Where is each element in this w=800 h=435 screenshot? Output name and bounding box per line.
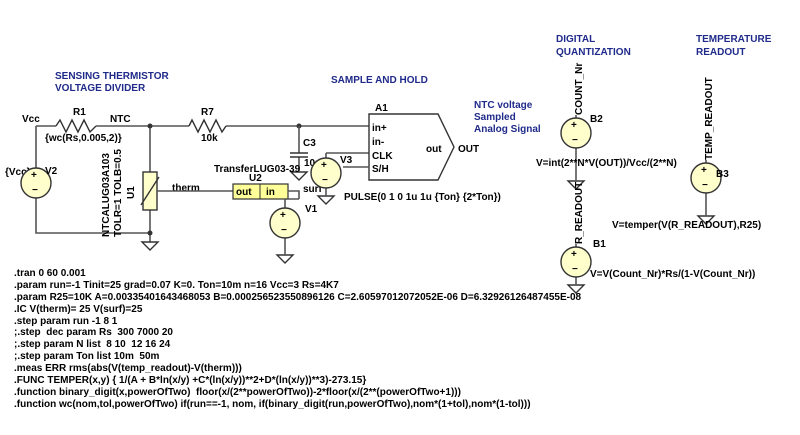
svg-text:SENSING THERMISTOR: SENSING THERMISTOR <box>55 71 169 82</box>
behavioral-source-b3[interactable]: + − TEMP_READOUT B3 V=temper(V(R_READOUT… <box>612 77 761 231</box>
svg-text:TOLR=1 TOLB=0.5: TOLR=1 TOLB=0.5 <box>113 149 124 237</box>
svg-text:READOUT: READOUT <box>696 47 745 58</box>
directive-line: ;.step param N list 8 10 12 16 24 <box>14 339 171 351</box>
svg-text:V1: V1 <box>305 204 318 215</box>
net-label-therm: therm <box>172 183 200 194</box>
ground-symbol <box>275 254 295 264</box>
svg-text:+: + <box>31 170 37 181</box>
svg-text:V=V(Count_Nr)*Rs/(1-V(Count_Nr: V=V(Count_Nr)*Rs/(1-V(Count_Nr)) <box>590 269 755 280</box>
svg-text:V=int(2**N*V(OUT))/Vcc/(2**N): V=int(2**N*V(OUT))/Vcc/(2**N) <box>536 158 677 169</box>
svg-text:{wc(Rs,0.005,2)}: {wc(Rs,0.005,2)} <box>45 133 122 144</box>
capacitor-c3[interactable]: C3 10n <box>290 126 321 172</box>
svg-text:−: − <box>281 225 287 236</box>
svg-text:V2: V2 <box>45 166 58 177</box>
svg-text:S/H: S/H <box>372 164 389 175</box>
voltage-source-v2[interactable]: + − V2 <box>20 166 58 199</box>
ntc-signal-annotation: NTC voltage Sampled Analog Signal <box>474 100 541 135</box>
behavioral-source-b1[interactable]: + − R_READOUT B1 V=V(Count_Nr)*Rs/(1-V(C… <box>560 182 755 285</box>
svg-text:B2: B2 <box>590 114 603 125</box>
sample-hold-a1[interactable]: A1 in+ in- CLK S/H out <box>343 103 455 181</box>
ground-symbol <box>140 241 160 251</box>
svg-text:Analog Signal: Analog Signal <box>474 124 541 135</box>
svg-text:out: out <box>426 144 442 155</box>
svg-text:+: + <box>571 120 577 131</box>
svg-text:TEMP_READOUT: TEMP_READOUT <box>704 77 715 160</box>
svg-text:VOLTAGE DIVIDER: VOLTAGE DIVIDER <box>55 83 146 94</box>
resistor-r1[interactable]: R1 {wc(Rs,0.005,2)} <box>45 107 122 144</box>
svg-text:V=temper(V(R_READOUT),R25): V=temper(V(R_READOUT),R25) <box>612 220 761 231</box>
svg-text:+: + <box>321 160 327 171</box>
directive-line: .meas ERR rms(abs(V(temp_readout)-V(ther… <box>14 363 242 375</box>
svg-text:R_READOUT: R_READOUT <box>574 182 585 244</box>
svg-text:−: − <box>572 264 578 275</box>
thermistor-u1[interactable]: U1 NTCALUG03A103 TOLR=1 TOLB=0.5 <box>101 149 233 237</box>
net-label-vcc: Vcc <box>22 114 40 125</box>
svg-text:−: − <box>322 175 328 186</box>
svg-text:U2: U2 <box>249 173 262 184</box>
directive-line: ;.step param Ton list 10m 50m <box>14 351 160 363</box>
header-sensing-divider: SENSING THERMISTOR VOLTAGE DIVIDER <box>55 71 169 94</box>
svg-text:+: + <box>280 210 286 221</box>
directive-line: .function wc(nom,tol,powerOfTwo) if(run=… <box>14 398 531 410</box>
net-label-out: OUT <box>458 144 479 155</box>
svg-text:CLK: CLK <box>372 151 393 162</box>
v2-loop-wire <box>35 126 151 242</box>
ground-symbol <box>316 195 336 205</box>
svg-text:B3: B3 <box>716 169 729 180</box>
svg-text:NTC voltage: NTC voltage <box>474 100 533 111</box>
spice-directives: .tran 0 60 0.001 .param run=-1 Tinit=25 … <box>14 268 581 411</box>
voltage-source-v1[interactable]: + − V1 <box>269 204 318 239</box>
svg-text:QUANTIZATION: QUANTIZATION <box>556 47 631 58</box>
svg-text:+: + <box>701 165 707 176</box>
svg-text:V3: V3 <box>340 155 353 166</box>
svg-text:TransferLUG03-39: TransferLUG03-39 <box>214 164 301 175</box>
svg-text:DIGITAL: DIGITAL <box>556 34 595 45</box>
svg-text:A1: A1 <box>375 103 388 114</box>
net-label-ntc: NTC <box>110 114 131 125</box>
svg-text:in-: in- <box>372 137 384 148</box>
svg-text:10k: 10k <box>201 133 218 144</box>
svg-text:B1: B1 <box>593 239 606 250</box>
directive-line: ;.step dec param Rs 300 7000 20 <box>14 327 173 339</box>
directive-line: .step param run -1 8 1 <box>14 315 118 327</box>
ntc-junction <box>147 123 153 129</box>
directive-line: .FUNC TEMPER(x,y) { 1/(A + B*ln(x/y) +C*… <box>14 375 367 387</box>
svg-text:NTCALUG03A103: NTCALUG03A103 <box>101 153 112 237</box>
svg-text:out: out <box>236 187 252 198</box>
resistor-r7[interactable]: R7 10k <box>188 107 227 144</box>
directive-line: .param R25=10K A=0.00335401643468053 B=0… <box>14 291 582 303</box>
header-temperature-readout: TEMPERATURE READOUT <box>696 34 772 58</box>
directive-line: .IC V(therm)= 25 V(surf)=25 <box>14 303 143 315</box>
svg-text:in+: in+ <box>372 123 387 134</box>
svg-text:−: − <box>702 180 708 191</box>
svg-text:10n: 10n <box>304 158 321 169</box>
net-label-surf: surf <box>303 184 323 195</box>
behavioral-source-b2[interactable]: + − COUNT_Nr B2 V=int(2**N*V(OUT))/Vcc/(… <box>536 63 677 181</box>
net-label-vcc-source: {Vcc} <box>5 167 31 178</box>
directive-line: .function binary_digit(x,powerOfTwo) flo… <box>14 386 461 398</box>
directive-line: .param run=-1 Tinit=25 grad=0.07 K=0. To… <box>14 279 339 291</box>
svg-text:R7: R7 <box>201 107 214 118</box>
svg-text:C3: C3 <box>303 138 316 149</box>
svg-text:−: − <box>32 185 38 196</box>
svg-text:in: in <box>266 187 275 198</box>
svg-text:PULSE(0 1 0 1u 1u {Ton} {2*Ton: PULSE(0 1 0 1u 1u {Ton} {2*Ton}) <box>344 192 501 203</box>
svg-text:TEMPERATURE: TEMPERATURE <box>696 34 772 45</box>
svg-text:U1: U1 <box>126 186 137 199</box>
ground-junction <box>147 230 153 236</box>
header-digital-quantization: DIGITAL QUANTIZATION <box>556 34 631 58</box>
svg-text:COUNT_Nr: COUNT_Nr <box>574 63 585 115</box>
pulse-source-v3[interactable]: + − V3 PULSE(0 1 0 1u 1u {Ton} {2*Ton}) <box>310 152 501 203</box>
transfer-block-u2[interactable]: out in TransferLUG03-39 U2 <box>214 164 301 255</box>
svg-text:Sampled: Sampled <box>474 112 516 123</box>
svg-text:−: − <box>572 135 578 146</box>
svg-text:+: + <box>571 249 577 260</box>
directive-line: .tran 0 60 0.001 <box>14 268 86 279</box>
header-sample-hold: SAMPLE AND HOLD <box>331 75 428 86</box>
svg-text:R1: R1 <box>73 107 86 118</box>
